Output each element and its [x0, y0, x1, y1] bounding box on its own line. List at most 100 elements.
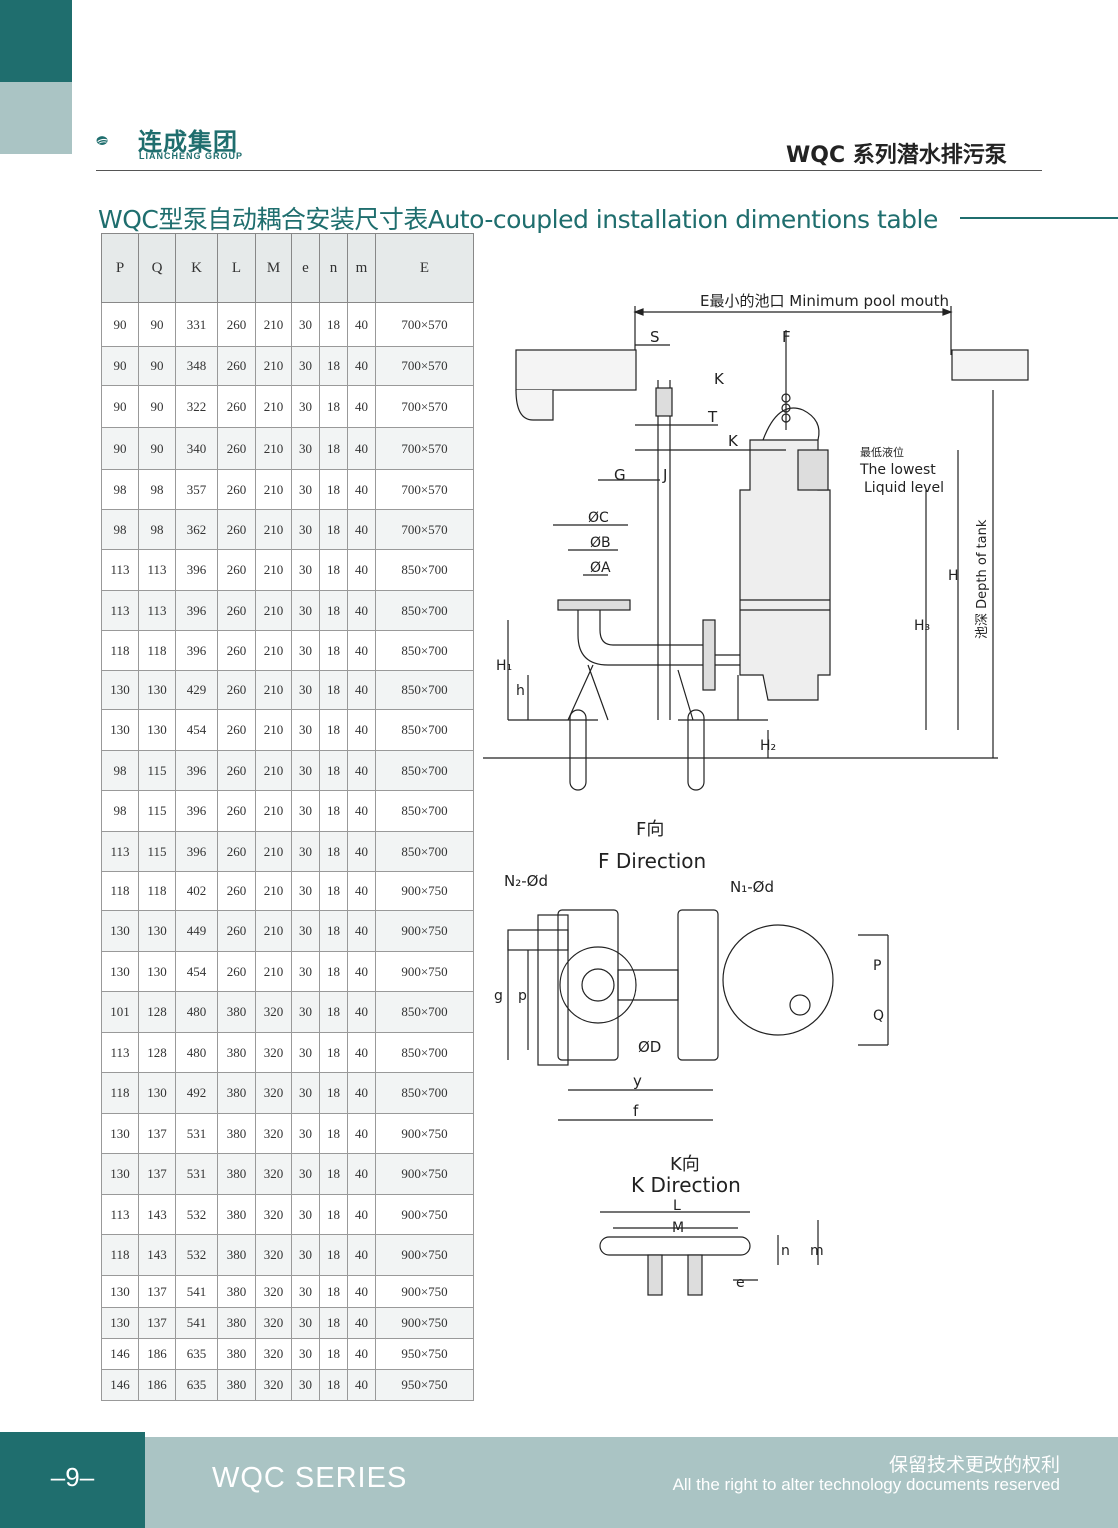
table-cell: 18 [319, 750, 348, 791]
label-h: h [516, 683, 525, 699]
table-cell: 396 [175, 590, 218, 631]
table-cell: 30 [291, 709, 320, 751]
table-cell: 18 [319, 1194, 348, 1235]
table-cell: 260 [217, 871, 256, 911]
table-cell: 380 [217, 1275, 256, 1308]
label-f-direction-en: F Direction [598, 849, 706, 873]
table-cell: 30 [291, 1275, 320, 1308]
table-cell: 18 [319, 630, 348, 671]
table-cell: 40 [347, 385, 376, 428]
table-cell: 128 [138, 1032, 176, 1073]
table-cell: 900×750 [375, 1275, 474, 1308]
label-J: J [662, 466, 667, 484]
table-cell: 113 [138, 590, 176, 631]
table-cell: 850×700 [375, 549, 474, 591]
table-cell: 18 [319, 385, 348, 428]
table-cell: 130 [101, 670, 139, 710]
label-H2: H₂ [760, 738, 776, 754]
column-header: E [375, 233, 474, 303]
table-cell: 210 [255, 951, 292, 992]
label-Q: Q [873, 1008, 884, 1024]
table-cell: 18 [319, 427, 348, 470]
table-cell: 18 [319, 549, 348, 591]
label-N2: N₂-Ød [504, 872, 548, 890]
table-cell: 40 [347, 1307, 376, 1339]
table-cell: 449 [175, 910, 218, 952]
table-cell: 30 [291, 1113, 320, 1154]
table-cell: 115 [138, 790, 176, 832]
table-cell: 137 [138, 1153, 176, 1195]
table-cell: 210 [255, 549, 292, 591]
table-cell: 380 [217, 1153, 256, 1195]
table-cell: 396 [175, 630, 218, 671]
table-cell: 30 [291, 871, 320, 911]
table-cell: 210 [255, 910, 292, 952]
label-f: f [633, 1102, 639, 1120]
label-g: g [494, 988, 503, 1004]
table-cell: 320 [255, 1032, 292, 1073]
table-cell: 30 [291, 469, 320, 510]
table-cell: 260 [217, 670, 256, 710]
table-cell: 90 [138, 302, 176, 347]
table-cell: 30 [291, 346, 320, 386]
table-cell: 210 [255, 385, 292, 428]
table-cell: 40 [347, 1234, 376, 1276]
table-cell: 18 [319, 1275, 348, 1308]
table-cell: 260 [217, 790, 256, 832]
column-header: P [101, 233, 139, 303]
table-cell: 40 [347, 1369, 376, 1401]
table-cell: 531 [175, 1113, 218, 1154]
table-cell: 331 [175, 302, 218, 347]
label-K: K [728, 432, 739, 450]
table-cell: 18 [319, 991, 348, 1033]
table-cell: 30 [291, 991, 320, 1033]
table-cell: 357 [175, 469, 218, 510]
table-cell: 30 [291, 670, 320, 710]
table-cell: 320 [255, 1275, 292, 1308]
lc-logo-icon [96, 136, 108, 145]
table-cell: 40 [347, 709, 376, 751]
table-cell: 320 [255, 1072, 292, 1114]
table-cell: 260 [217, 509, 256, 550]
table-cell: 143 [138, 1234, 176, 1276]
table-cell: 113 [101, 1032, 139, 1073]
table-cell: 40 [347, 871, 376, 911]
table-cell: 210 [255, 709, 292, 751]
table-cell: 210 [255, 346, 292, 386]
table-cell: 40 [347, 469, 376, 510]
table-cell: 113 [101, 831, 139, 872]
table-cell: 30 [291, 549, 320, 591]
table-cell: 210 [255, 790, 292, 832]
table-cell: 30 [291, 1194, 320, 1235]
label-k-direction-cn: K向 [670, 1154, 700, 1175]
table-cell: 380 [217, 1113, 256, 1154]
table-cell: 532 [175, 1234, 218, 1276]
table-cell: 850×700 [375, 790, 474, 832]
table-cell: 40 [347, 1338, 376, 1370]
table-cell: 850×700 [375, 991, 474, 1033]
table-cell: 322 [175, 385, 218, 428]
label-m: m [810, 1243, 824, 1259]
table-cell: 320 [255, 1234, 292, 1276]
table-cell: 40 [347, 831, 376, 872]
label-pool-mouth: E最小的池口 Minimum pool mouth [700, 292, 949, 310]
label-lowest-cn: 最低液位 [860, 445, 904, 459]
label-G: G [614, 466, 626, 484]
label-k-direction-en: K Direction [631, 1173, 741, 1197]
table-cell: 130 [101, 1153, 139, 1195]
footer-series: WQC SERIES [212, 1462, 408, 1494]
table-cell: 30 [291, 951, 320, 992]
table-cell: 137 [138, 1113, 176, 1154]
table-cell: 30 [291, 630, 320, 671]
table-cell: 850×700 [375, 670, 474, 710]
table-cell: 40 [347, 1072, 376, 1114]
